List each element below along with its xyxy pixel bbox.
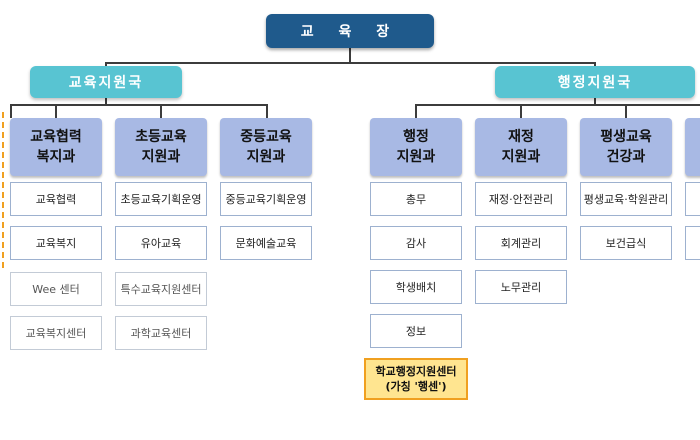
section-box: 재정·안전관리	[475, 182, 567, 216]
dept-edu-cooperation-welfare: 교육협력 복지과	[10, 118, 102, 176]
dashed-divider	[2, 112, 4, 268]
connector	[10, 104, 268, 106]
connector	[266, 104, 268, 118]
dept-partial-cutoff	[685, 118, 700, 176]
connector	[105, 98, 107, 104]
dept-elementary-support: 초등교육 지원과	[115, 118, 207, 176]
section-box: 정보	[370, 314, 462, 348]
connector	[594, 98, 596, 104]
bureau-admin-support: 행정지원국	[495, 66, 695, 98]
section-box: 교육복지센터	[10, 316, 102, 350]
section-box-partial	[685, 182, 700, 216]
section-box: 노무관리	[475, 270, 567, 304]
section-box: Wee 센터	[10, 272, 102, 306]
connector	[415, 104, 417, 118]
connector	[349, 48, 351, 62]
section-box: 감사	[370, 226, 462, 260]
section-box: 문화예술교육	[220, 226, 312, 260]
connector	[594, 62, 596, 66]
connector	[415, 104, 700, 106]
section-box: 중등교육기획운영	[220, 182, 312, 216]
school-admin-center-box: 학교행정지원센터 (가칭 '행센')	[364, 358, 468, 400]
section-box: 과학교육센터	[115, 316, 207, 350]
bureau-education-support: 교육지원국	[30, 66, 182, 98]
section-box: 평생교육·학원관리	[580, 182, 672, 216]
dept-finance-support: 재정 지원과	[475, 118, 567, 176]
connector	[625, 104, 627, 118]
section-box: 보건급식	[580, 226, 672, 260]
connector	[55, 104, 57, 118]
section-box: 총무	[370, 182, 462, 216]
section-box-partial	[685, 226, 700, 260]
dept-secondary-support: 중등교육 지원과	[220, 118, 312, 176]
section-box: 유아교육	[115, 226, 207, 260]
section-box: 회계관리	[475, 226, 567, 260]
section-box: 교육복지	[10, 226, 102, 260]
connector	[160, 104, 162, 118]
connector	[10, 104, 12, 118]
connector	[520, 104, 522, 118]
connector	[105, 62, 107, 66]
section-box: 초등교육기획운영	[115, 182, 207, 216]
connector	[105, 62, 595, 64]
section-box: 교육협력	[10, 182, 102, 216]
section-box: 학생배치	[370, 270, 462, 304]
superintendent-box: 교 육 장	[266, 14, 434, 48]
dept-admin-support: 행정 지원과	[370, 118, 462, 176]
section-box: 특수교육지원센터	[115, 272, 207, 306]
dept-lifelong-health: 평생교육 건강과	[580, 118, 672, 176]
